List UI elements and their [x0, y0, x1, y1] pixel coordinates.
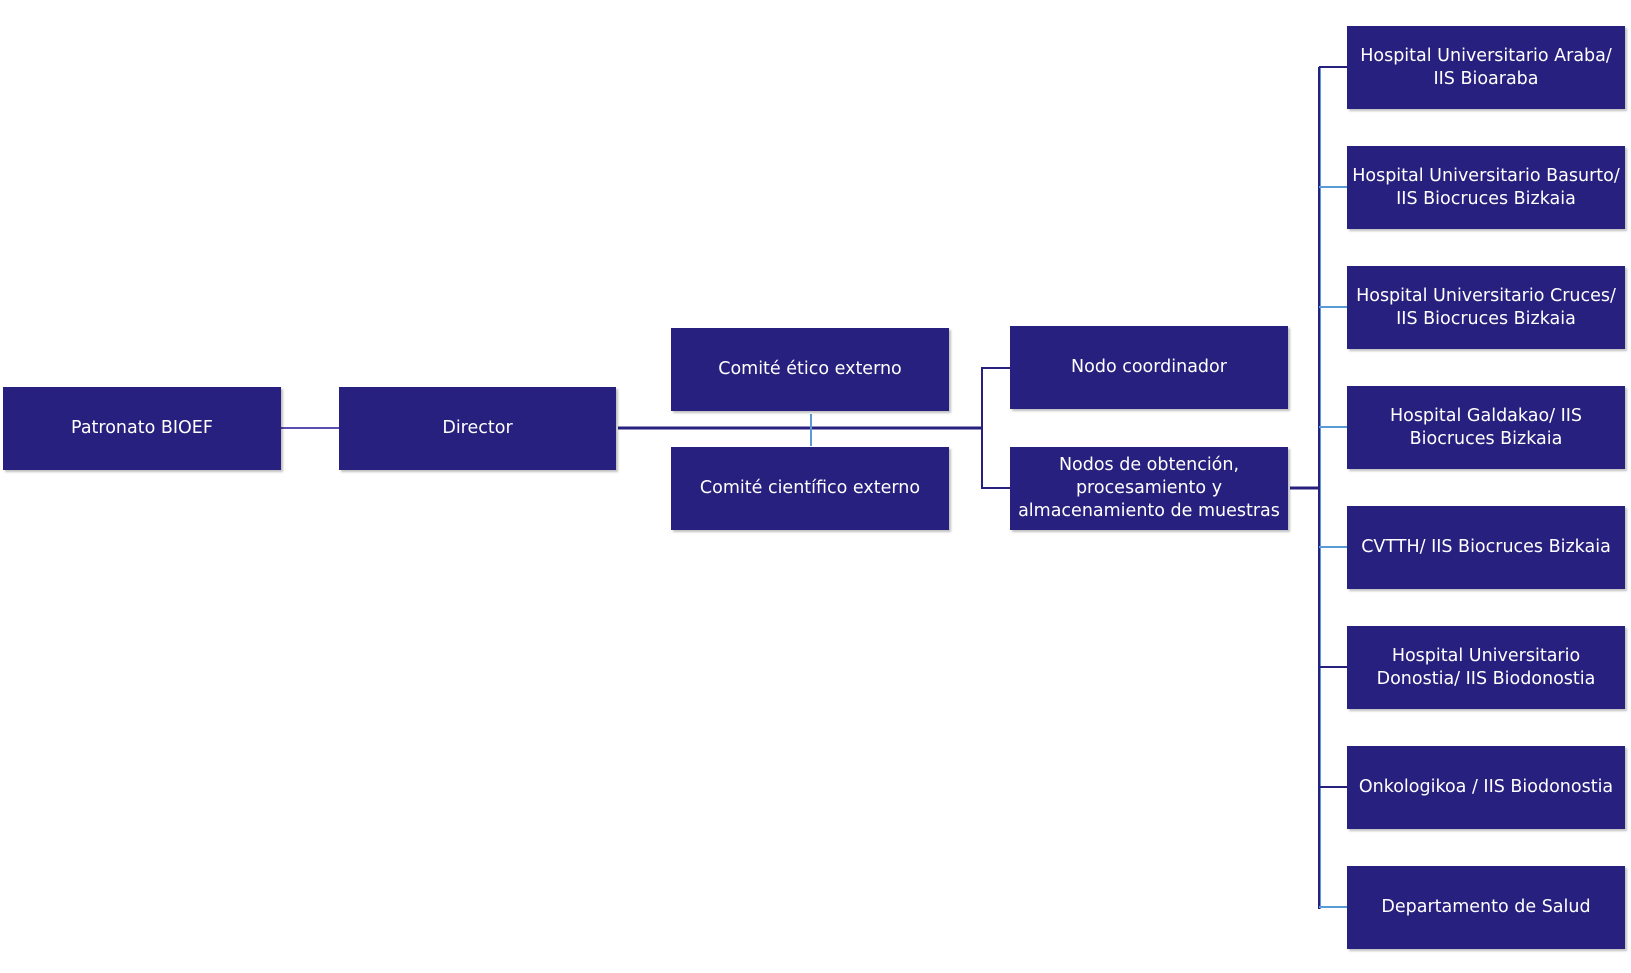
node-hospital-3: Hospital Universitario Cruces/ IIS Biocr…	[1347, 266, 1625, 349]
node-director: Director	[339, 387, 616, 470]
node-hospital-3-label: Hospital Universitario Cruces/ IIS Biocr…	[1356, 285, 1616, 329]
node-hospital-7: Onkologikoa / IIS Biodonostia	[1347, 746, 1625, 829]
node-director-label: Director	[442, 418, 513, 438]
node-patronato-label: Patronato BIOEF	[71, 418, 213, 438]
node-hospital-8: Departamento de Salud	[1347, 866, 1625, 949]
node-hospital-6: Hospital Universitario Donostia/ IIS Bio…	[1347, 626, 1625, 709]
node-hospital-8-label: Departamento de Salud	[1381, 897, 1591, 917]
node-nodo-coordinador: Nodo coordinador	[1010, 326, 1288, 409]
node-hospital-6-label: Hospital Universitario Donostia/ IIS Bio…	[1376, 645, 1596, 689]
node-hospital-2: Hospital Universitario Basurto/ IIS Bioc…	[1347, 146, 1625, 229]
node-hospital-5-label: CVTTH/ IIS Biocruces Bizkaia	[1361, 537, 1611, 557]
node-comite-cientifico: Comité científico externo	[671, 447, 949, 530]
connector-bracket-nodes	[981, 367, 1014, 489]
node-patronato: Patronato BIOEF	[3, 387, 281, 470]
node-hospital-1-label: Hospital Universitario Araba/ IIS Bioara…	[1360, 45, 1612, 89]
node-hospital-4-label: Hospital Galdakao/ IIS Biocruces Bizkaia	[1389, 405, 1583, 449]
node-hospital-4: Hospital Galdakao/ IIS Biocruces Bizkaia	[1347, 386, 1625, 469]
node-hospital-5: CVTTH/ IIS Biocruces Bizkaia	[1347, 506, 1625, 589]
node-hospital-1: Hospital Universitario Araba/ IIS Bioara…	[1347, 26, 1625, 109]
node-hospital-7-label: Onkologikoa / IIS Biodonostia	[1358, 777, 1614, 797]
node-comite-cientifico-label: Comité científico externo	[699, 478, 921, 498]
node-comite-etico-label: Comité ético externo	[718, 359, 902, 379]
node-hospital-2-label: Hospital Universitario Basurto/ IIS Bioc…	[1352, 165, 1620, 209]
node-nodo-coordinador-label: Nodo coordinador	[1071, 357, 1227, 377]
node-nodos-obtencion: Nodos de obtención, procesamiento y alma…	[1010, 447, 1288, 530]
node-nodos-obtencion-label: Nodos de obtención, procesamiento y alma…	[1018, 455, 1280, 521]
node-comite-etico: Comité ético externo	[671, 328, 949, 411]
